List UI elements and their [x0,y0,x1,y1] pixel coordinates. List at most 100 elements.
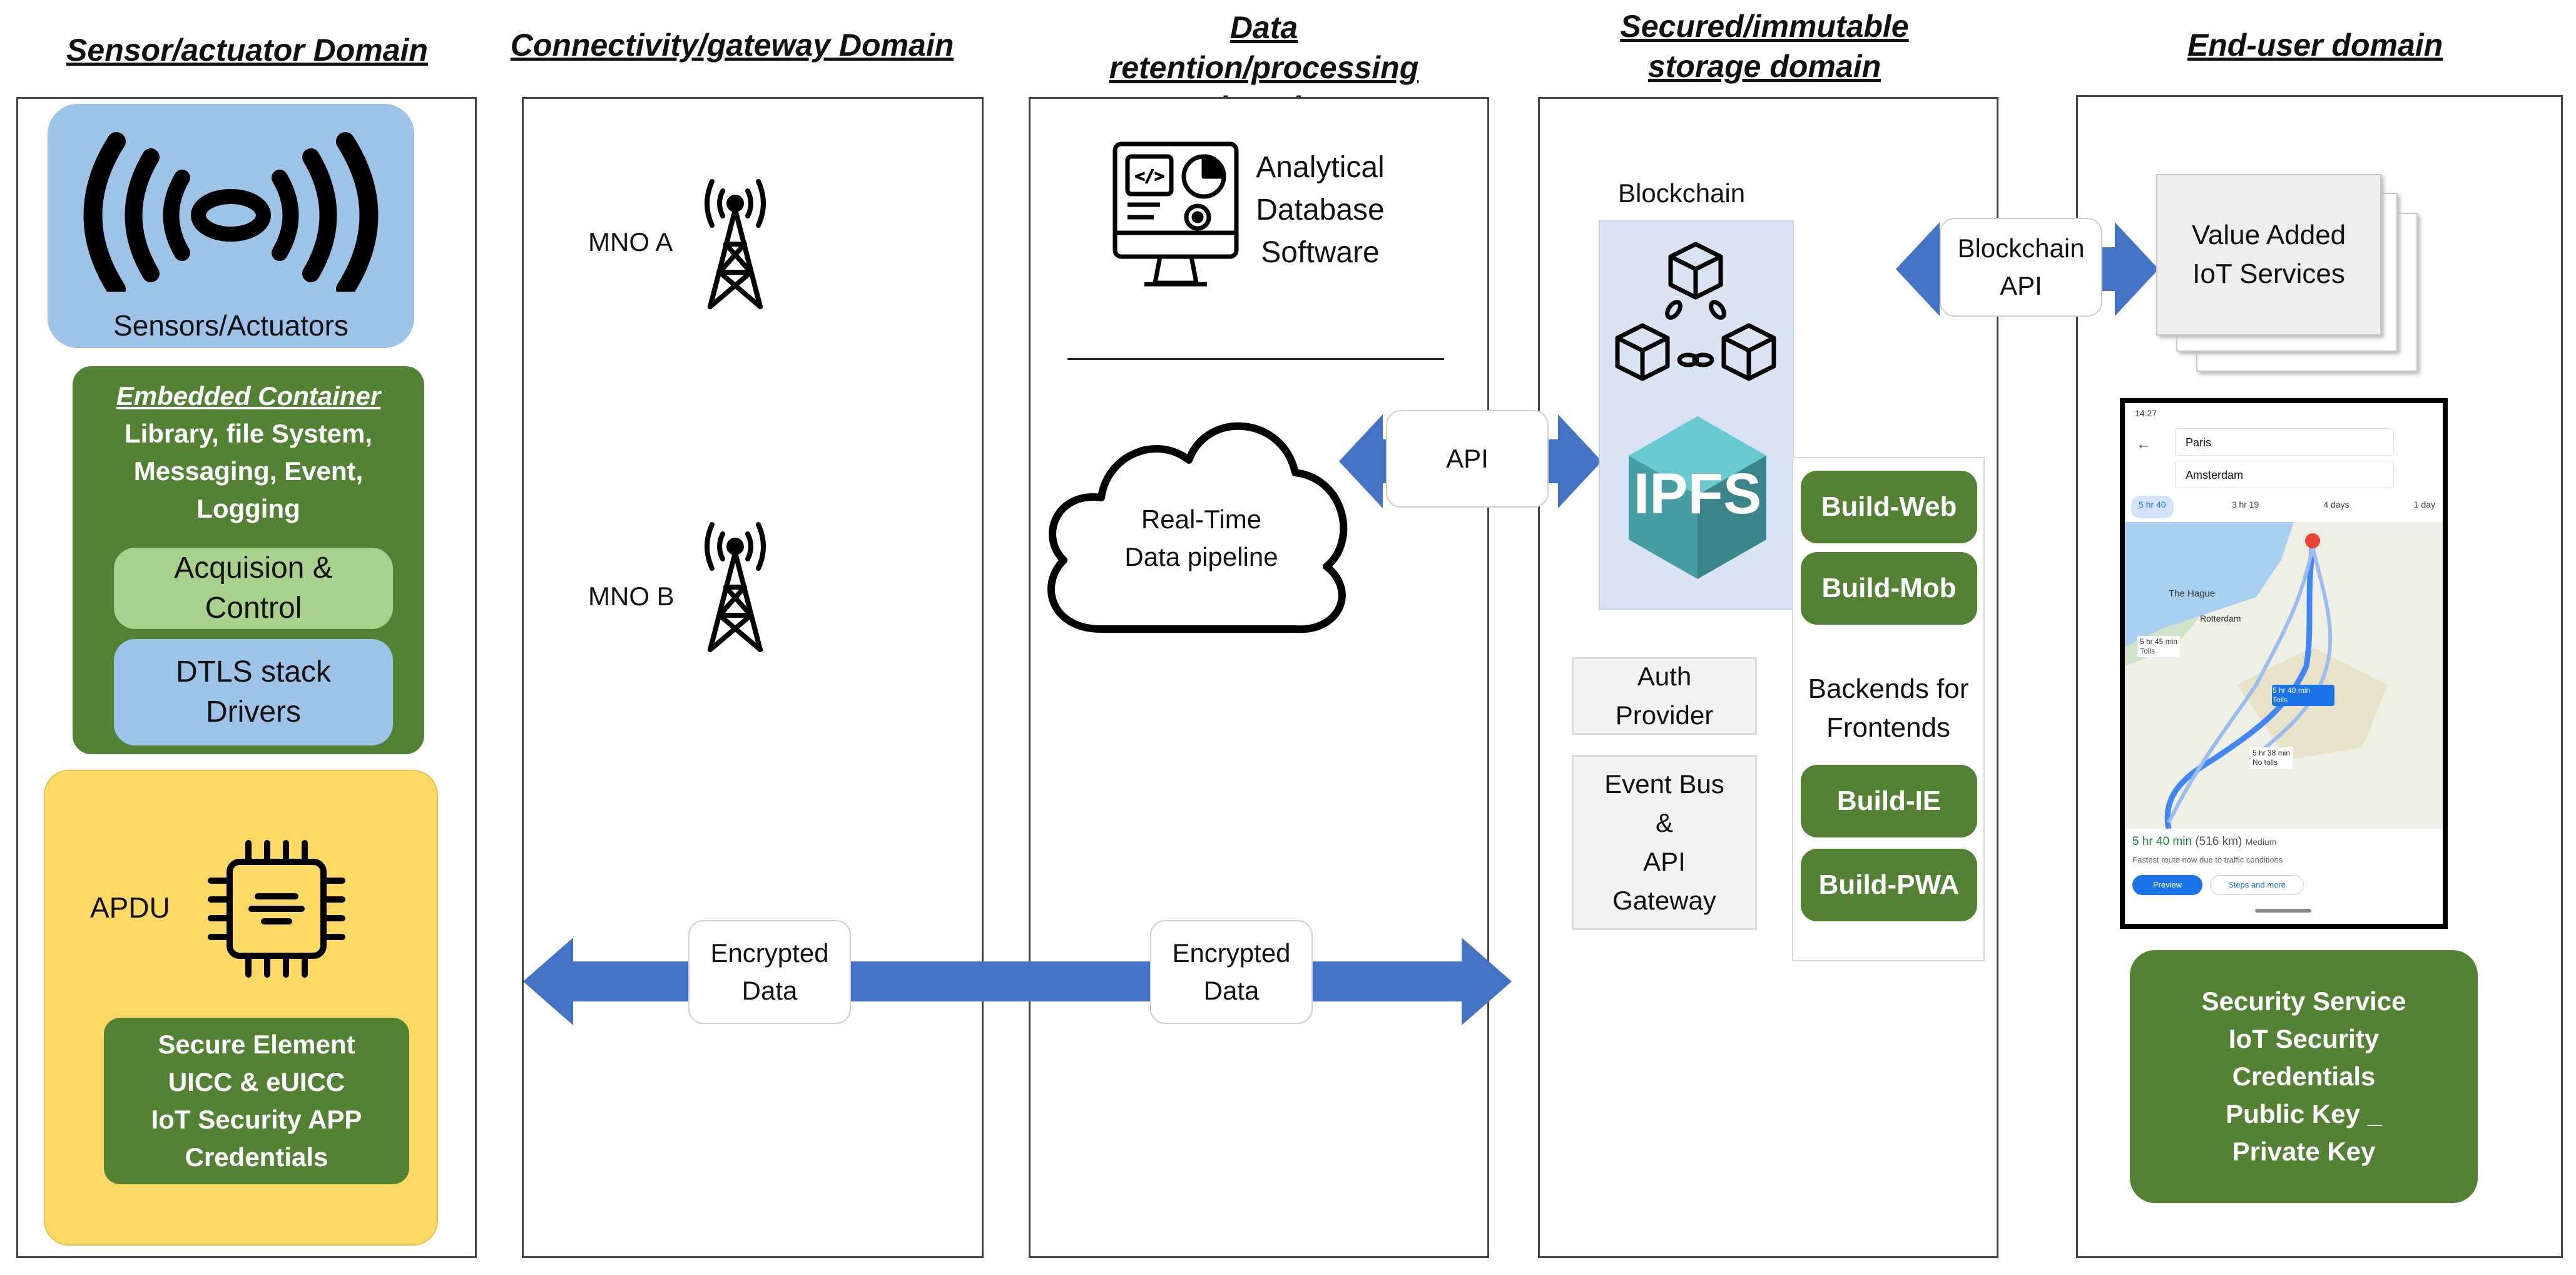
acquisition-line-2: Control [205,591,302,625]
phone-route-alt1-sub: Tolls [2140,647,2156,655]
chip-icon [208,840,345,978]
phone-mode-car[interactable]: 5 hr 40 [2131,496,2174,518]
auth-line-1: Auth [1637,662,1692,691]
encrypted-2-line-2: Data [1203,976,1260,1005]
dtls-line-2: Drivers [206,695,301,729]
encrypted-1-line-1: Encrypted [710,938,829,968]
phone-place-hague: The Hague [2169,588,2216,599]
embedded-container-line-3: Logging [196,494,300,523]
ipfs-text: IPFS [1634,462,1761,526]
value-added-box: Value Added IoT Services [2156,174,2381,335]
phone-route-main-sub: Tolls [2273,695,2288,704]
secure-line-4: Credentials [185,1142,328,1172]
phone-back-icon[interactable]: ← [2136,436,2151,453]
analytics-monitor-icon: </> [1112,141,1239,287]
build-ie-button: Build-IE [1801,765,1977,837]
domain-title-connectivity: Connectivity/gateway Domain [510,28,954,63]
phone-stops-button[interactable]: Steps and more [2210,875,2304,895]
eventbus-line-2: & [1655,808,1673,837]
phone-place-rotterdam: Rotterdam [2200,613,2241,623]
acquisition-line-1: Acquision & [174,551,333,585]
panel-processing [1029,97,1489,1258]
value-added-line-2: IoT Services [2192,259,2345,289]
phone-home-indicator [2255,909,2311,913]
embedded-container-line-2: Messaging, Event, [133,456,364,486]
secure-line-1: Secure Element [158,1030,355,1059]
panel-connectivity [522,97,984,1258]
mno-a-label: MNO A [588,227,673,257]
phone-route-alt2[interactable]: 5 hr 38 min No tolls [2250,747,2293,769]
build-mob-button: Build-Mob [1801,552,1977,625]
apdu-label: APDU [90,891,170,924]
bff-label: Backends for Frontends [1792,670,1985,747]
encrypted-data-callout-2: Encrypted Data [1150,920,1313,1024]
sensors-label: Sensors/Actuators [113,309,349,342]
security-line-2: IoT Security [2228,1024,2380,1053]
domain-title-sensor: Sensor/actuator Domain [66,33,428,68]
phone-summary: 5 hr 40 min (516 km) Medium [2132,835,2276,849]
build-web-button: Build-Web [1801,471,1977,543]
phone-from-text: Paris [2186,436,2212,449]
cell-tower-icon-a [705,179,766,309]
event-bus-box: Event Bus & API Gateway [1572,755,1757,930]
phone-route-alt2-time: 5 hr 38 min [2253,749,2291,757]
phone-map[interactable] [2125,522,2443,829]
auth-provider-box: Auth Provider [1572,657,1757,735]
phone-from-field[interactable]: Paris [2175,428,2394,456]
encrypted-data-callout-1: Encrypted Data [688,920,851,1024]
phone-to-field[interactable]: Amsterdam [2175,461,2394,488]
eventbus-line-1: Event Bus [1604,769,1724,799]
security-line-5: Private Key [2232,1137,2376,1166]
secure-line-3: IoT Security APP [151,1105,362,1134]
secure-line-2: UICC & eUICC [168,1067,345,1097]
analytical-db-label: Analytical Database Software [1245,146,1395,274]
eventbus-line-4: Gateway [1612,886,1716,915]
wireless-signal-icon [83,132,379,292]
value-added-line-1: Value Added [2191,220,2346,250]
dtls-line-1: DTLS stack [175,655,332,689]
embedded-container-box: Embedded Container Library, file System,… [73,366,424,754]
analytical-line-2: Database [1256,193,1385,227]
apdu-box: APDU Secure Element UICC & eUICC IoT Sec… [44,770,438,1246]
phone-route-alt1-time: 5 hr 45 min [2140,637,2178,646]
encrypted-1-line-2: Data [741,976,798,1005]
domain-title-storage: Secured/immutable storage domain [1527,6,2002,86]
phone-route-alt2-sub: No tolls [2253,758,2278,767]
phone-status-time: 14:27 [2135,408,2157,418]
auth-line-2: Provider [1615,700,1714,730]
phone-mode-tabs: 5 hr 40 3 hr 19 4 days 1 day [2131,496,2441,518]
embedded-container-line-1: Library, file System, [124,419,373,448]
analytical-line-1: Analytical [1256,151,1385,184]
phone-route-alt1[interactable]: 5 hr 45 min Tolls [2137,636,2181,657]
domain-title-storage-text: Secured/immutable storage domain [1620,9,1909,84]
domain-title-enduser: End-user domain [2187,28,2443,63]
blockchain-label: Blockchain [1618,178,1746,208]
processing-divider [1067,358,1444,360]
security-line-4: Public Key _ [2226,1099,2382,1129]
encrypted-2-line-1: Encrypted [1172,938,1291,968]
api-label: API [1446,444,1489,473]
phone-mode-walk[interactable]: 4 days [2323,499,2349,509]
blockchain-api-callout: Blockchain API [1940,218,2102,317]
phone-mode-bike[interactable]: 1 day [2413,499,2435,509]
phone-route-main[interactable]: 5 hr 40 min Tolls [2273,686,2335,705]
bff-line-2: Frontends [1826,712,1951,743]
embedded-container-title: Embedded Container [116,381,381,411]
phone-preview-button[interactable]: Preview [2132,875,2202,895]
ipfs-logo: IPFS [1629,416,1766,579]
phone-to-text: Amsterdam [2186,469,2244,481]
cloud-icon [1047,422,1348,633]
blockchain-icon [1615,242,1776,381]
build-pwa-button: Build-PWA [1801,849,1977,921]
pipeline-line-2: Data pipeline [1124,542,1278,571]
secure-element-box: Secure Element UICC & eUICC IoT Security… [104,1018,409,1184]
svg-text:</>: </> [1135,167,1164,186]
encrypted-data-arrow [523,938,1512,1025]
api-callout: API [1386,410,1549,508]
phone-mode-train[interactable]: 3 hr 19 [2231,499,2259,509]
phone-route-main-time: 5 hr 40 min [2273,686,2311,695]
phone-summary-dist: (516 km) [2195,835,2243,848]
pipeline-line-1: Real-Time [1141,504,1262,534]
cell-tower-icon-b [705,522,766,652]
eventbus-line-3: API [1643,847,1686,876]
